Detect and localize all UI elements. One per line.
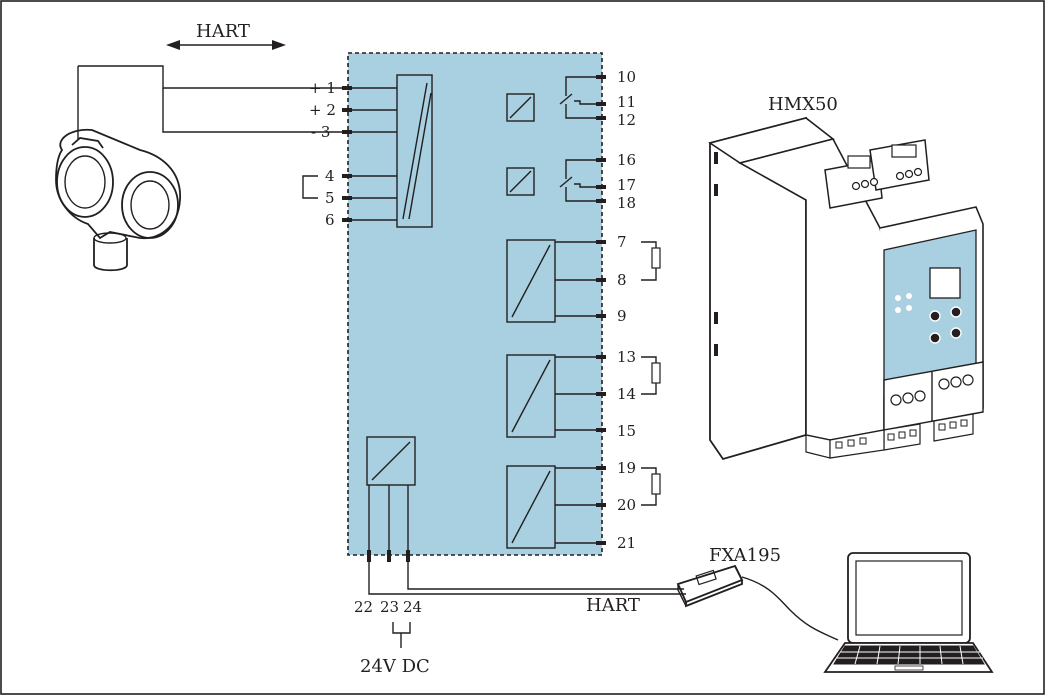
left-terminal-wires <box>348 87 397 221</box>
terminal-label-23: 23 <box>380 598 399 616</box>
terminal-label-7: 7 <box>617 233 627 251</box>
terminal-label-13: 13 <box>617 348 636 366</box>
supply-label: 24V DC <box>360 656 430 677</box>
terminal-label-17: 17 <box>617 176 636 194</box>
hart-cable-upper <box>407 560 684 590</box>
terminal-label-18: 18 <box>617 194 636 212</box>
transmitter-icon <box>55 65 345 272</box>
relay-2 <box>506 158 606 203</box>
hart-arrow <box>166 40 286 50</box>
hmx50-label: HMX50 <box>768 94 838 115</box>
hmx50-device-icon <box>708 116 984 461</box>
bridge-4-5 <box>302 175 318 199</box>
hart-cable-lower <box>368 560 686 595</box>
central-module <box>347 52 603 556</box>
terminal-label-4: 4 <box>325 167 335 185</box>
terminal-label-21: 21 <box>617 534 636 552</box>
terminal-label-5: 5 <box>325 189 335 207</box>
left-terminal-pins <box>342 86 352 222</box>
terminal-label-16: 16 <box>617 151 636 169</box>
terminal-label-1: + 1 <box>309 79 336 97</box>
output-isolator-7-9 <box>506 239 661 323</box>
relay-1 <box>506 75 606 122</box>
terminal-label-2: + 2 <box>309 101 336 119</box>
terminal-label-6: 6 <box>325 211 335 229</box>
terminal-label-11: 11 <box>617 93 636 111</box>
input-isolator <box>396 74 433 228</box>
fxa195-modem-icon <box>676 564 839 641</box>
output-isolator-13-15 <box>506 354 661 438</box>
terminal-label-3: - 3 <box>311 123 330 141</box>
terminal-label-24: 24 <box>403 598 422 616</box>
terminal-label-22: 22 <box>354 598 373 616</box>
terminal-label-8: 8 <box>617 271 627 289</box>
output-isolator-19-21 <box>506 465 661 549</box>
laptop-icon <box>823 552 994 673</box>
terminal-label-14: 14 <box>617 385 636 403</box>
hart-top-label: HART <box>196 21 250 42</box>
terminal-label-19: 19 <box>617 459 636 477</box>
terminal-label-9: 9 <box>617 307 627 325</box>
terminal-label-10: 10 <box>617 68 636 86</box>
hart-bottom-label: HART <box>586 595 640 616</box>
terminal-label-15: 15 <box>617 422 636 440</box>
terminal-label-20: 20 <box>617 496 636 514</box>
terminal-label-12: 12 <box>617 111 636 129</box>
fxa195-label: FXA195 <box>709 545 781 566</box>
